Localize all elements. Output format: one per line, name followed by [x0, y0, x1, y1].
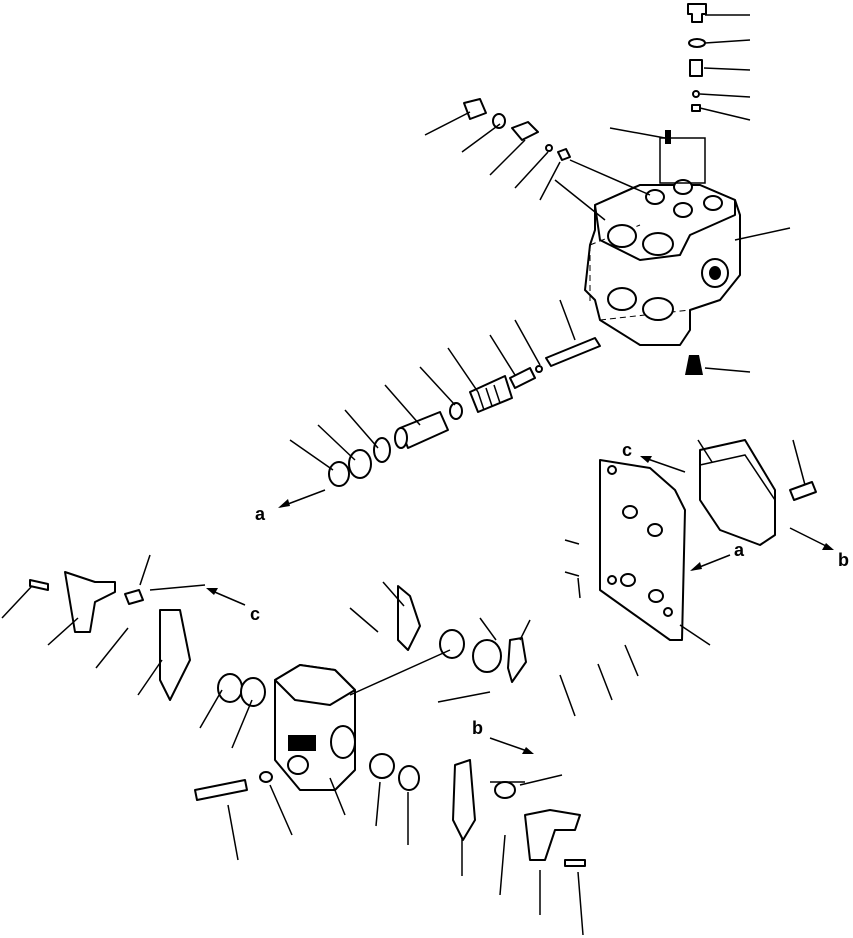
lower-parts — [159, 585, 527, 841]
link-plates — [29, 571, 586, 867]
leader-lines — [1, 14, 806, 936]
reference-arrows — [206, 456, 834, 754]
valve-body-upper — [584, 130, 741, 375]
ref-label-b-lower: b — [472, 718, 483, 738]
relief-parts-cluster — [463, 98, 571, 161]
detent-block — [699, 439, 817, 546]
ref-label-c-left: c — [250, 604, 260, 624]
connector-lines — [149, 159, 651, 783]
ref-label-a-upper: a — [255, 504, 266, 524]
cover-plate — [599, 459, 686, 641]
spool-assembly — [328, 337, 601, 487]
ref-label-c-upper: c — [622, 440, 632, 460]
upper-small-parts — [687, 3, 707, 112]
ref-label-b-right: b — [838, 550, 849, 570]
lever-housing — [274, 664, 356, 791]
ref-label-a-right: a — [734, 540, 745, 560]
dowel-pins — [564, 539, 580, 577]
